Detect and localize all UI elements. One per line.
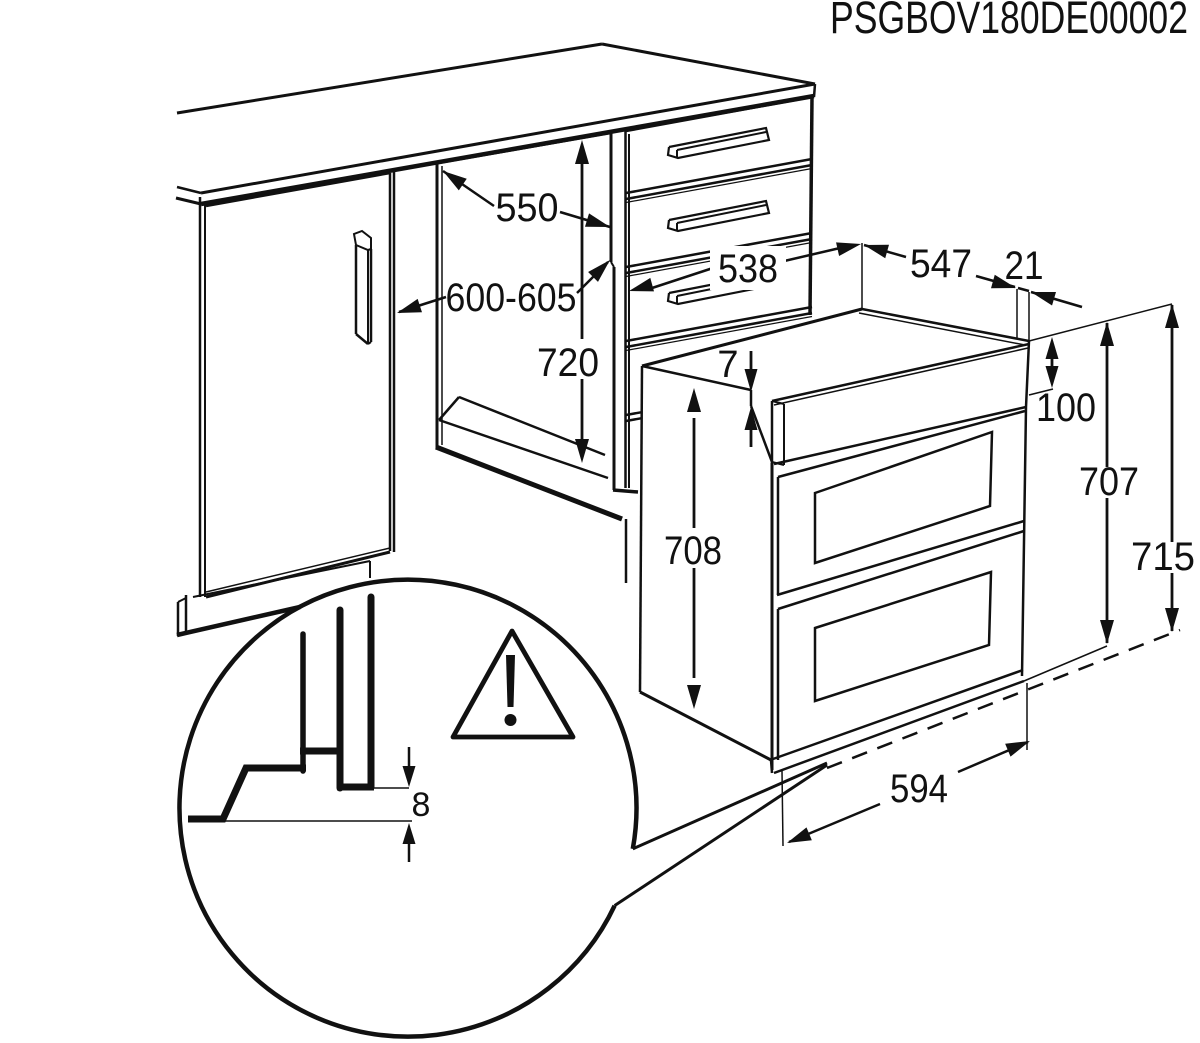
svg-text:707: 707 bbox=[1079, 460, 1139, 504]
svg-text:550: 550 bbox=[496, 186, 559, 230]
svg-text:21: 21 bbox=[1005, 244, 1044, 288]
svg-text:715: 715 bbox=[1131, 535, 1195, 579]
svg-text:708: 708 bbox=[664, 529, 722, 573]
svg-text:100: 100 bbox=[1036, 386, 1096, 430]
svg-text:8: 8 bbox=[412, 786, 431, 824]
svg-text:538: 538 bbox=[718, 247, 778, 291]
svg-text:600-605: 600-605 bbox=[446, 276, 577, 320]
svg-text:594: 594 bbox=[890, 767, 948, 811]
svg-text:PSGBOV180DE00002: PSGBOV180DE00002 bbox=[830, 0, 1188, 43]
svg-text:7: 7 bbox=[717, 344, 738, 386]
svg-text:547: 547 bbox=[910, 242, 972, 286]
svg-text:720: 720 bbox=[537, 341, 599, 385]
